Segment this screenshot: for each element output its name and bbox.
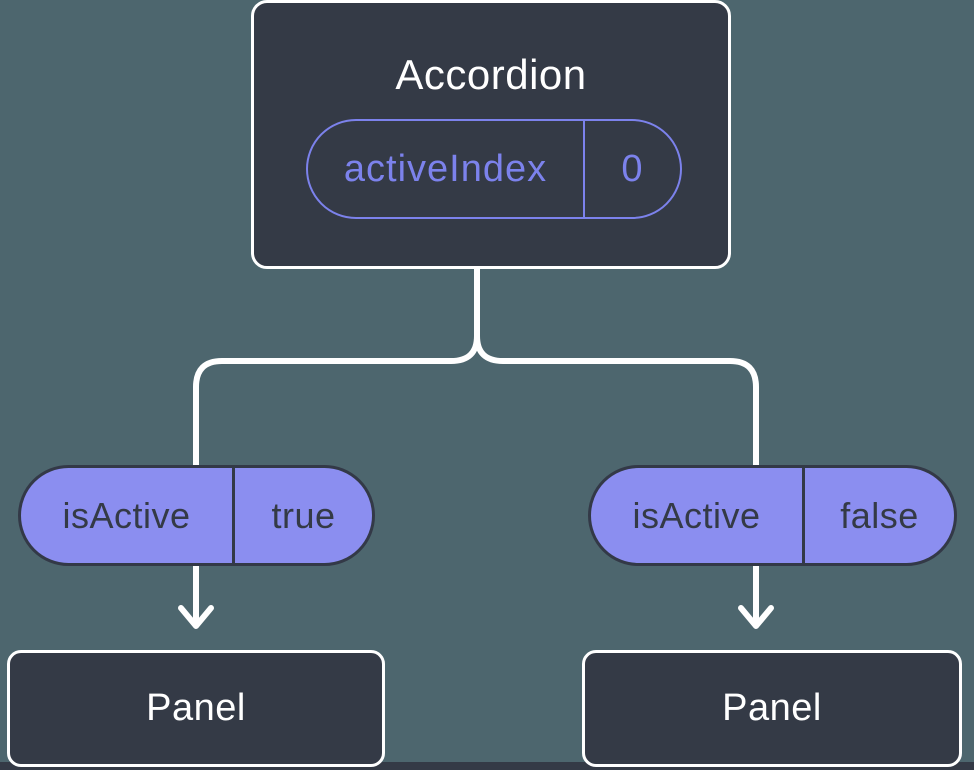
accordion-node: Accordion activeIndex 0 <box>251 0 731 269</box>
bottom-dark-strip <box>0 762 974 770</box>
panel-node-right: Panel <box>582 650 962 767</box>
state-pill-activeindex: activeIndex 0 <box>306 119 682 219</box>
prop-value-label: true <box>271 494 336 536</box>
panel-node-title: Panel <box>722 687 822 729</box>
state-value-label: 0 <box>621 147 644 190</box>
arrowhead-right-icon <box>738 605 774 629</box>
prop-pill-isactive-false: isActive false <box>588 465 957 566</box>
panel-node-title: Panel <box>146 687 246 729</box>
arrowhead-left-icon <box>178 605 214 629</box>
prop-pill-isactive-true: isActive true <box>18 465 375 566</box>
prop-name-label: isActive <box>591 468 805 563</box>
accordion-node-title: Accordion <box>395 51 587 98</box>
state-name-label: activeIndex <box>308 121 585 217</box>
panel-node-left: Panel <box>7 650 385 767</box>
connector-right-branch <box>474 259 759 625</box>
prop-name-label: isActive <box>21 468 235 563</box>
prop-value-label: false <box>840 494 919 536</box>
connector-left-branch <box>193 259 480 625</box>
